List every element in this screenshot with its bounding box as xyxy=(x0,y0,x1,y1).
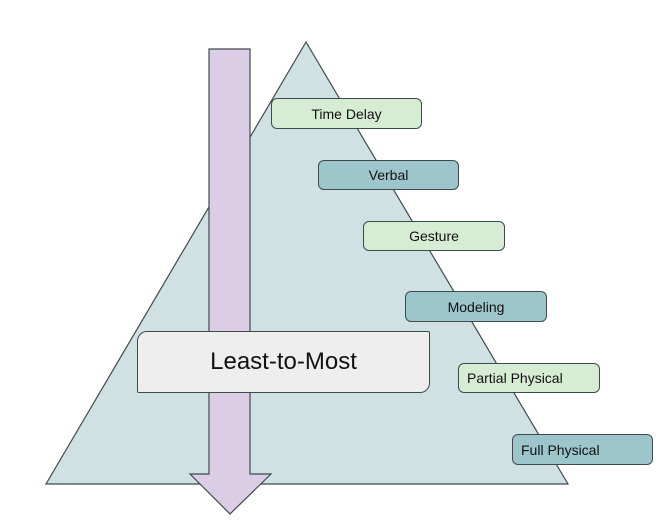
level-time-delay: Time Delay xyxy=(271,98,422,129)
level-label: Modeling xyxy=(447,298,505,315)
level-label: Gesture xyxy=(409,228,459,244)
level-verbal: Verbal xyxy=(318,160,459,190)
level-label: Full Physical xyxy=(521,441,600,458)
level-modeling: Modeling xyxy=(405,291,547,322)
level-label: Time Delay xyxy=(311,105,382,122)
level-gesture: Gesture xyxy=(363,221,505,251)
title-box: Least-to-Most xyxy=(137,331,430,393)
diagram-title: Least-to-Most xyxy=(210,348,357,375)
level-partial-physical: Partial Physical xyxy=(458,363,600,393)
level-label: Verbal xyxy=(368,167,409,183)
level-full-physical: Full Physical xyxy=(512,434,653,465)
down-arrow xyxy=(188,48,273,515)
level-label: Partial Physical xyxy=(467,370,563,386)
